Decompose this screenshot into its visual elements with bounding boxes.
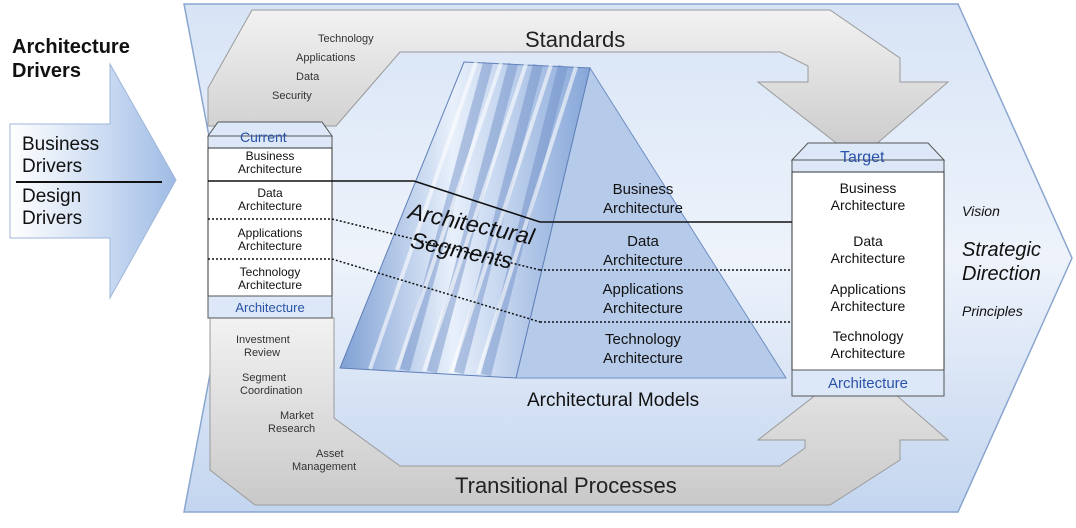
target-footer: Architecture — [828, 375, 908, 392]
target-header: Target — [840, 149, 885, 166]
transitional-items: Investment Review Segment Coordination M… — [236, 334, 356, 473]
segments-prism — [339, 61, 591, 379]
principles-label: Principles — [962, 303, 1023, 319]
vision-label: Vision — [962, 203, 1000, 219]
drivers-arrow — [9, 62, 177, 300]
current-footer: Architecture — [235, 300, 304, 315]
current-architecture-box — [207, 121, 333, 319]
standards-items: Technology Applications Data Security — [272, 33, 377, 102]
standards-title: Standards — [525, 27, 625, 52]
target-architecture-box — [790, 142, 946, 397]
transitional-title: Transitional Processes — [455, 473, 677, 498]
current-header: Current — [240, 129, 287, 145]
models-title: Architectural Models — [527, 390, 699, 411]
transitional-arrow — [209, 317, 950, 506]
